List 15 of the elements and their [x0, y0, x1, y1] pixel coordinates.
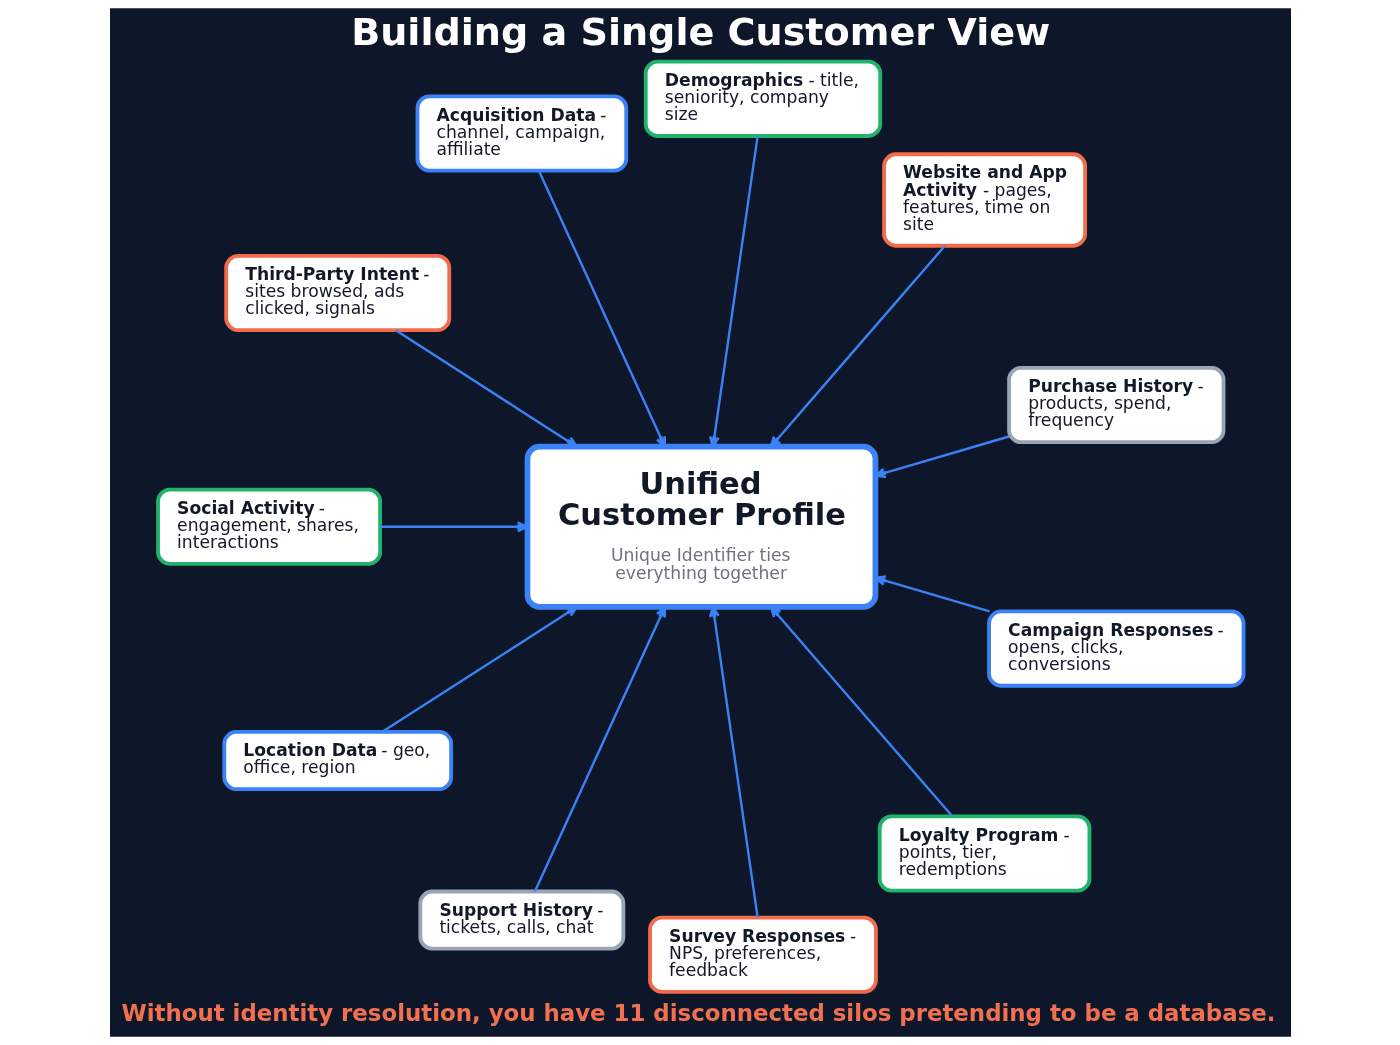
node-box: Support History - tickets, calls, chat — [417, 889, 625, 951]
node-box: Acquisition Data - channel, campaign, affiliate — [415, 94, 628, 173]
diagram-title: Building a Single Customer View — [350, 10, 1050, 55]
node-box: Demographics - title, seniority, company size — [643, 59, 882, 138]
node-box: Purchase History - products, spend, frequency — [1006, 365, 1225, 445]
node-box: Social Activity - engagement, shares, interactions — [155, 487, 382, 566]
caption: Without identity resolution, you have 11 disconnected silos pretending to be a database. — [120, 999, 1275, 1026]
node-box: Third-Party Intent - sites browsed, ads clicked, signals — [223, 253, 451, 333]
node-box: Campaign Responses - opens, clicks, conversions — [986, 609, 1245, 688]
node-box: Location Data - geo, office, region — [221, 730, 453, 792]
node-box: Unified Customer Profile Unique Identifier ties everything together — [524, 443, 878, 610]
node-box: Survey Responses - NPS, preferences, feedback — [647, 915, 878, 994]
arrow — [708, 135, 759, 448]
node-box: Website and App Activity - pages, features, time on site — [881, 152, 1087, 248]
node-box: Loyalty Program - points, tier, redemptions — [877, 814, 1091, 893]
